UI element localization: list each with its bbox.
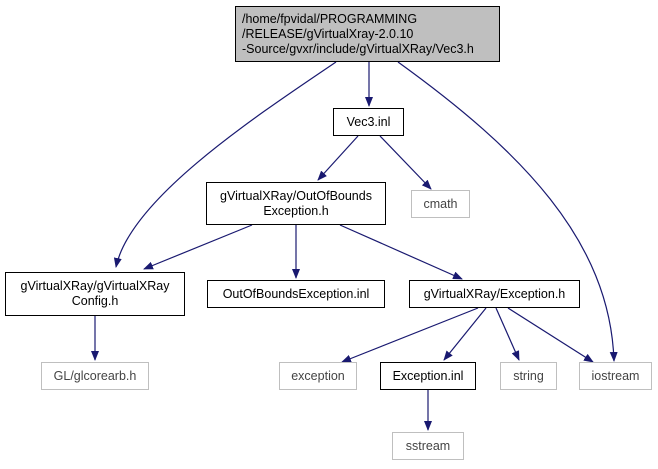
node-exception-label: exception xyxy=(291,368,345,383)
edge-exception-h-to-string xyxy=(495,307,520,361)
node-exception-h-label: gVirtualXRay/Exception.h xyxy=(423,286,566,301)
node-iostream-label: iostream xyxy=(591,368,640,383)
node-iostream: iostream xyxy=(579,362,652,390)
node-gl-glcorearb-h: GL/glcorearb.h xyxy=(41,362,149,390)
edge-root-to-iostream xyxy=(397,61,618,362)
node-exception-inl[interactable]: Exception.inl xyxy=(380,362,476,390)
node-out-of-bounds-exception-h[interactable]: gVirtualXRay/OutOfBounds Exception.h xyxy=(206,182,386,225)
node-string-label: string xyxy=(513,368,544,383)
edge-root-to-config-h xyxy=(113,61,337,268)
edge-exception-h-to-exception xyxy=(341,307,479,363)
node-sstream-label: sstream xyxy=(405,438,451,453)
node-cmath: cmath xyxy=(411,190,470,218)
node-gl-glcorearb-h-label: GL/glcorearb.h xyxy=(53,368,137,383)
node-out-of-bounds-exception-h-line2: Exception.h xyxy=(263,203,329,218)
node-out-of-bounds-exception-inl-label: OutOfBoundsException.inl xyxy=(222,286,370,301)
edge-exception-h-to-iostream xyxy=(507,307,594,363)
node-vec3-h-line3: -Source/gvxr/include/gVirtualXRay/Vec3.h xyxy=(242,41,474,56)
node-vec3-h: /home/fpvidal/PROGRAMMING /RELEASE/gVirt… xyxy=(235,6,500,62)
node-cmath-label: cmath xyxy=(423,196,458,211)
node-exception-inl-label: Exception.inl xyxy=(392,368,464,383)
node-vec3-h-line2: /RELEASE/gVirtualXray-2.0.10 xyxy=(242,26,414,41)
edge-vec3-inl-to-out-of-bounds-h xyxy=(317,135,359,181)
node-exception: exception xyxy=(279,362,357,390)
node-out-of-bounds-exception-inl[interactable]: OutOfBoundsException.inl xyxy=(207,280,385,308)
node-gvirtualxray-config-h[interactable]: gVirtualXRay/gVirtualXRay Config.h xyxy=(5,272,185,316)
node-gvirtualxray-config-h-line1: gVirtualXRay/gVirtualXRay xyxy=(20,279,170,293)
node-out-of-bounds-exception-h-line1: gVirtualXRay/OutOfBounds xyxy=(220,188,372,203)
node-string: string xyxy=(500,362,557,390)
edge-out-of-bounds-h-to-config-h xyxy=(143,224,253,270)
edge-out-of-bounds-h-to-exception-h xyxy=(339,224,463,280)
node-sstream: sstream xyxy=(392,432,464,460)
edge-vec3-inl-to-cmath xyxy=(379,135,432,190)
edge-exception-h-to-exception-inl xyxy=(443,307,487,361)
node-vec3-inl[interactable]: Vec3.inl xyxy=(333,108,404,136)
node-gvirtualxray-config-h-line2: Config.h xyxy=(71,294,119,308)
node-vec3-inl-label: Vec3.inl xyxy=(346,114,391,129)
node-exception-h[interactable]: gVirtualXRay/Exception.h xyxy=(409,280,580,308)
node-vec3-h-line1: /home/fpvidal/PROGRAMMING xyxy=(242,11,418,26)
